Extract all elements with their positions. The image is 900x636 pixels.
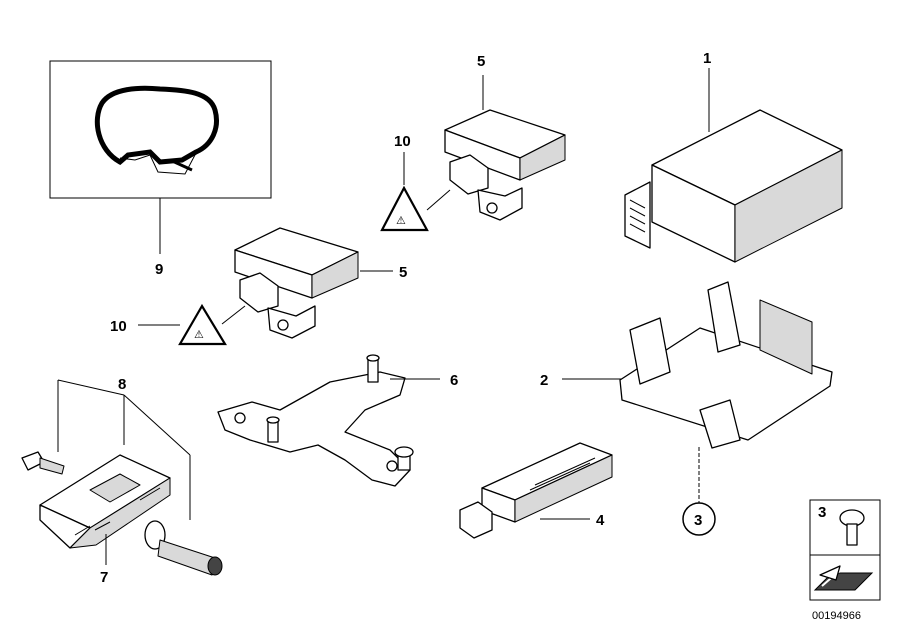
sensor-grip	[89, 473, 141, 503]
leader-warning-mid	[221, 305, 246, 325]
pressure-sensor-part: 8 7	[21, 376, 223, 586]
sensor-module-top-part: 5	[444, 53, 566, 221]
bracket-wall-right	[707, 281, 741, 353]
legend-frame	[809, 499, 881, 601]
unit-side-face	[734, 149, 843, 263]
rivet-shaft	[846, 523, 858, 546]
antenna-part: 4	[459, 442, 613, 539]
mounting-bracket-part: 6	[217, 354, 458, 487]
sensor-body-side	[69, 477, 171, 549]
callout-5-top: 5	[477, 53, 485, 70]
tyre-valve	[169, 158, 193, 172]
callout-3-circle	[682, 502, 716, 536]
callout-9: 9	[155, 261, 163, 278]
antenna-ribs	[529, 457, 596, 491]
bracket-wall-back	[759, 299, 813, 375]
valve-cap	[207, 556, 223, 576]
holder-bracket-part: 2 3	[540, 281, 833, 536]
callout-2: 2	[540, 372, 548, 389]
legend-box: 3 00194966	[809, 499, 881, 622]
warning-triangle-mid-icon: ⚠ 10	[110, 303, 246, 346]
bracket-hole	[386, 460, 398, 472]
module-bracket	[267, 305, 316, 339]
callout-5-mid: 5	[399, 264, 407, 281]
bracket-stud-head	[394, 446, 414, 458]
bracket-hole	[234, 412, 246, 424]
unit-plug-pins	[629, 199, 646, 233]
tyre-frame	[49, 60, 272, 199]
unit-plug	[624, 181, 651, 249]
callout-1: 1	[703, 50, 711, 67]
bracket-stud-head	[366, 354, 380, 362]
bracket-hole	[486, 202, 498, 214]
callout-4: 4	[596, 512, 605, 529]
warning-glyph: ⚠	[194, 329, 204, 341]
tyre-rim	[119, 152, 197, 175]
module-side-face	[311, 251, 359, 299]
sensor-screw-shaft	[39, 457, 65, 475]
tyre-section-part: 9	[49, 60, 272, 278]
bracket-plate	[217, 371, 411, 487]
valve-stem	[157, 539, 216, 576]
legend-callout-3: 3	[818, 504, 826, 521]
control-unit-part: 1	[624, 50, 843, 263]
callout-3: 3	[694, 512, 702, 529]
leader-8-right	[123, 394, 191, 456]
antenna-side-face	[514, 454, 613, 523]
wedge-arrow-head	[819, 565, 841, 581]
warning-triangle	[380, 185, 429, 232]
bracket-hole	[277, 319, 289, 331]
diagram-number: 00194966	[812, 610, 861, 622]
callout-8: 8	[118, 376, 126, 393]
module-bracket	[477, 187, 523, 221]
callout-7: 7	[100, 569, 108, 586]
callout-10-top: 10	[394, 133, 411, 150]
warning-triangle-top-icon: ⚠ 10	[380, 133, 451, 232]
warning-triangle	[178, 303, 227, 346]
bracket-stud-head	[266, 416, 280, 424]
leader-8-left	[57, 379, 125, 396]
bracket-wall-front	[699, 399, 741, 449]
module-connector	[239, 272, 279, 313]
antenna-plug	[459, 501, 493, 539]
module-side-face	[519, 134, 566, 181]
warning-glyph: ⚠	[396, 215, 406, 227]
wedge-arrow-highlight	[821, 564, 869, 587]
callout-10-mid: 10	[110, 318, 127, 335]
tyre-outline-icon	[94, 85, 219, 166]
module-connector	[449, 154, 489, 195]
bracket-wall-left	[629, 317, 671, 385]
leader-warning-top	[426, 189, 451, 211]
callout-6: 6	[450, 372, 458, 389]
sensor-module-mid-part: 5	[234, 227, 407, 339]
sensor-slots	[74, 487, 161, 536]
